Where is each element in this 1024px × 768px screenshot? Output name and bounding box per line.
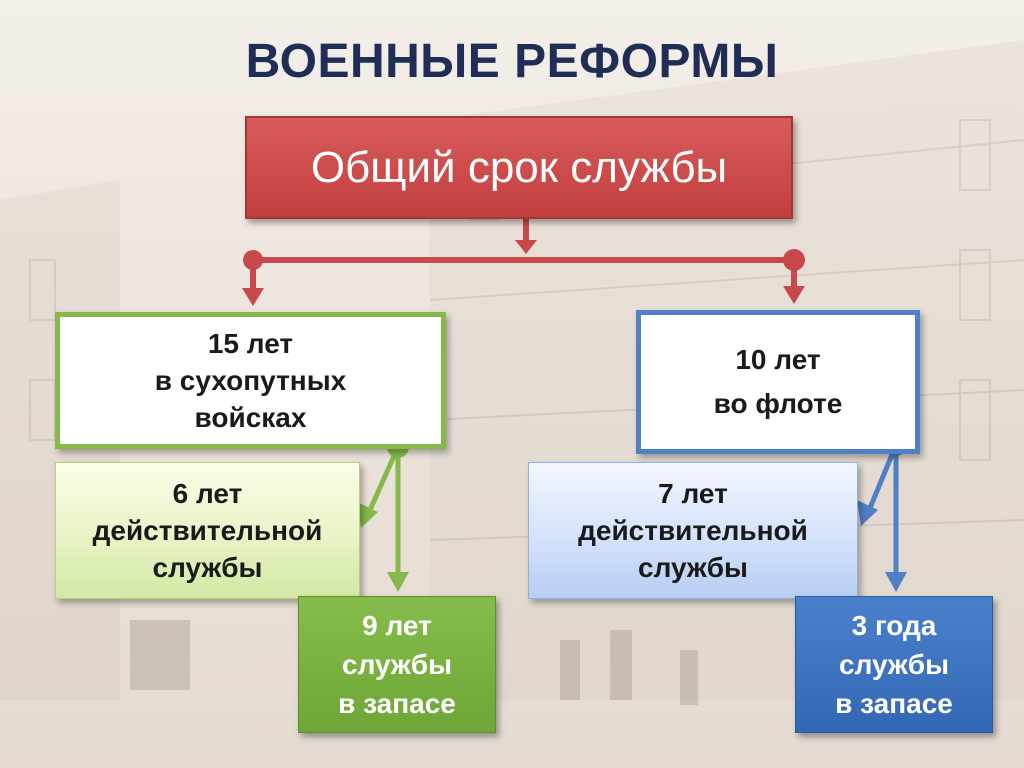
fleet-reserve-line-2: службы (839, 649, 949, 680)
land-reserve-line-2: службы (342, 649, 452, 680)
fleet-reserve-box: 3 года службы в запасе (795, 596, 993, 733)
land-forces-box: 15 лет в сухопутных войсках (55, 312, 446, 449)
land-active-line-3: службы (152, 552, 263, 583)
land-reserve-box: 9 лет службы в запасе (298, 596, 496, 733)
total-service-label: Общий срок службы (310, 142, 728, 192)
fleet-reserve-line-3: в запасе (835, 688, 953, 719)
fleet-active-line-2: действительной (578, 515, 808, 546)
land-years: 15 лет (207, 328, 294, 359)
fleet-active-line-3: службы (638, 552, 748, 583)
fleet-line-2: во флоте (713, 388, 843, 419)
fleet-active-years: 7 лет (658, 478, 728, 509)
land-line-2: в сухопутных (154, 365, 347, 396)
fleet-box: 10 лет во флоте (636, 310, 920, 454)
land-active-years: 6 лет (172, 478, 243, 509)
land-reserve-years: 9 лет (362, 610, 432, 641)
page-title: ВОЕННЫЕ РЕФОРМЫ (245, 35, 779, 88)
fleet-years: 10 лет (735, 344, 821, 375)
fleet-active-service-box: 7 лет действительной службы (528, 462, 858, 599)
land-reserve-line-3: в запасе (338, 688, 456, 719)
fleet-reserve-years: 3 года (851, 610, 937, 641)
land-line-3: войсках (194, 402, 307, 433)
land-active-service-box: 6 лет действительной службы (55, 462, 360, 599)
total-service-box: Общий срок службы (245, 116, 793, 219)
land-active-line-2: действительной (92, 515, 323, 546)
